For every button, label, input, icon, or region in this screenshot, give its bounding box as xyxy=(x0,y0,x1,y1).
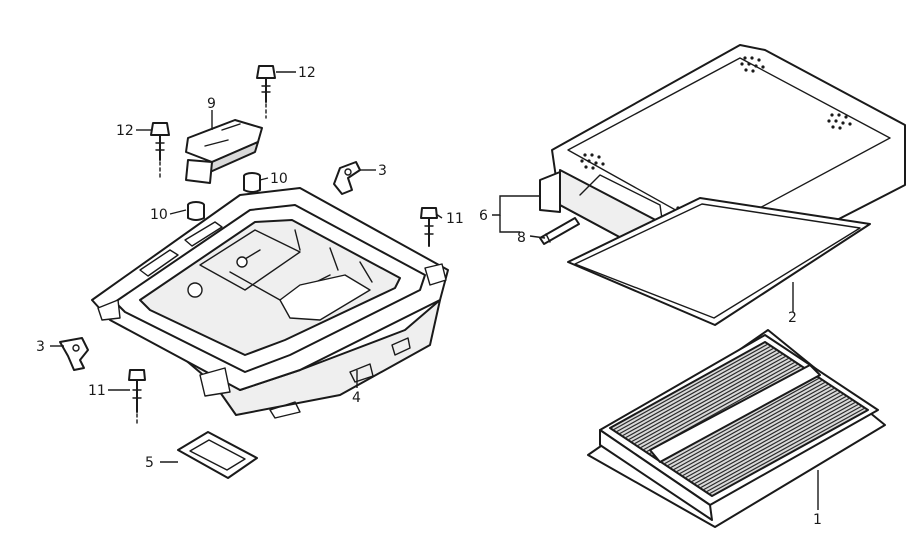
pleat-line xyxy=(615,345,772,433)
callout-3-upper: 3 xyxy=(378,163,387,179)
callout-9: 9 xyxy=(207,96,216,112)
pleat-line xyxy=(669,381,826,469)
pleat-line xyxy=(684,391,842,479)
callout-12-left: 12 xyxy=(116,123,134,139)
callout-11-left: 11 xyxy=(88,383,106,399)
callout-3-lower: 3 xyxy=(36,339,45,355)
pleat-line xyxy=(675,385,832,473)
clip-lower xyxy=(59,337,89,371)
pleat-line xyxy=(630,355,787,443)
bolt-left xyxy=(150,122,170,181)
air-filter-element xyxy=(587,329,886,528)
callouts: 1 2 3 3 4 5 6 8 9 10 10 11 11 12 12 xyxy=(36,65,822,528)
pleat-line xyxy=(702,403,860,491)
pleat-line xyxy=(627,353,784,441)
grommet-lower xyxy=(187,201,205,221)
leader-lines xyxy=(50,71,819,510)
air-cleaner-housing xyxy=(91,187,449,419)
callout-1: 1 xyxy=(813,512,822,528)
pleat-line xyxy=(633,357,790,445)
pin xyxy=(539,217,580,245)
callout-10-lower: 10 xyxy=(150,207,168,223)
clip-upper xyxy=(333,161,361,195)
pleat-line xyxy=(681,389,838,477)
pleat-line xyxy=(642,363,799,451)
stud-left xyxy=(128,369,146,425)
gasket xyxy=(177,431,258,479)
pleat-line xyxy=(678,387,835,475)
bolt-upper xyxy=(256,65,276,119)
pleat-line xyxy=(687,393,845,481)
callout-8: 8 xyxy=(517,230,526,246)
pleat-line xyxy=(636,359,793,447)
callout-11-right: 11 xyxy=(446,211,464,227)
callout-5: 5 xyxy=(145,455,154,471)
grommet-upper xyxy=(243,172,261,193)
pleat-line xyxy=(666,379,823,467)
pleat-line xyxy=(639,361,796,449)
pleat-line xyxy=(708,407,866,495)
pleat-line xyxy=(690,395,848,483)
pleat-line xyxy=(663,377,820,465)
pleat-line xyxy=(672,383,829,471)
callout-4: 4 xyxy=(352,390,361,406)
callout-2: 2 xyxy=(788,310,797,326)
pleat-line xyxy=(624,351,781,439)
pleat-line xyxy=(699,401,857,489)
pleat-line xyxy=(696,399,854,487)
callout-10-upper: 10 xyxy=(270,171,288,187)
bracket-plate xyxy=(185,119,263,184)
stud-right xyxy=(420,207,438,247)
callout-12-upper: 12 xyxy=(298,65,316,81)
pleat-line xyxy=(618,347,775,435)
foam-pad xyxy=(567,197,871,326)
pleat-line xyxy=(693,397,851,485)
pleat-line xyxy=(612,343,769,431)
callout-6: 6 xyxy=(479,208,488,224)
pleat-line xyxy=(621,349,778,437)
pleat-line xyxy=(705,405,863,493)
